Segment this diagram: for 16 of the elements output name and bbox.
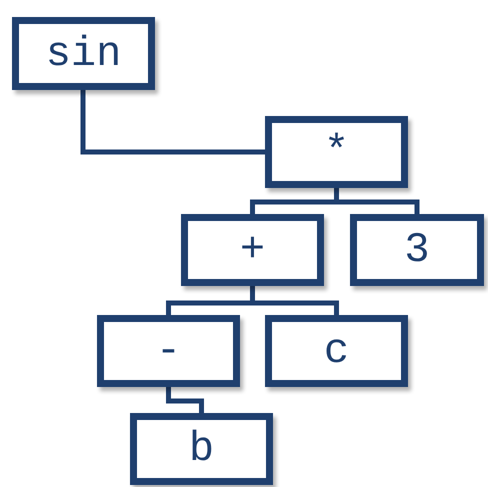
- expression-node-box: [265, 116, 408, 188]
- expression-node-box: [181, 214, 324, 286]
- node-label: +: [240, 229, 266, 271]
- connector-line: [80, 90, 265, 154]
- node-label: -: [156, 330, 182, 372]
- expression-node-box: [97, 315, 240, 387]
- node-label: b: [188, 428, 214, 470]
- expression-node-box: [265, 315, 408, 387]
- expression-node-box: [130, 413, 273, 485]
- node-label: *: [324, 131, 350, 173]
- expression-node-box: [12, 17, 155, 90]
- expression-node-box: [350, 214, 484, 286]
- node-label: 3: [404, 229, 430, 271]
- connector-line: [166, 387, 204, 413]
- node-label: c: [324, 330, 350, 372]
- node-label: sin: [46, 32, 122, 74]
